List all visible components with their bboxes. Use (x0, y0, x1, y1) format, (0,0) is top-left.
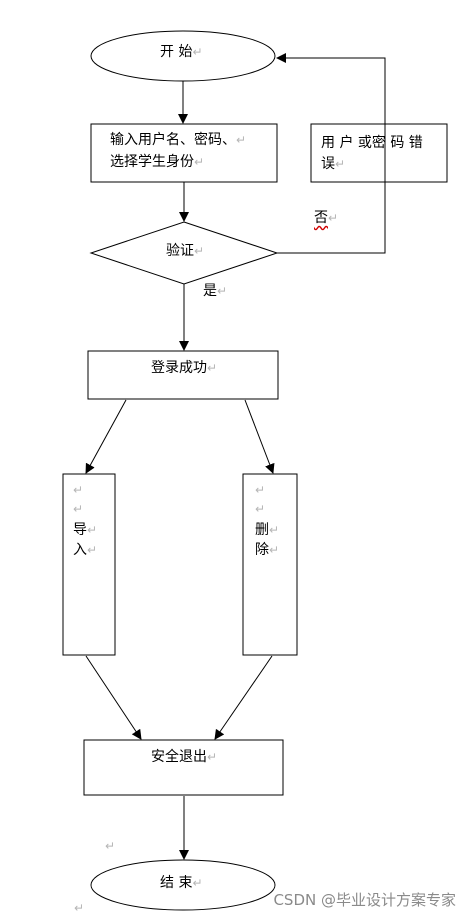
logout-node (83, 739, 284, 796)
trailing-paragraph-mark: ↵ (74, 901, 85, 915)
input-node (90, 123, 278, 183)
error-label-line2: 误↵ (321, 156, 346, 172)
arrow-verify-to-start-loop (276, 53, 386, 254)
end-node (90, 859, 276, 911)
arrow-success-to-import (85, 399, 127, 474)
error-node (310, 123, 448, 183)
verify-label: 验证↵ (166, 243, 205, 259)
import-node (62, 473, 116, 656)
logout-label: 安全退出↵ (151, 749, 218, 765)
delete-empty-line1: ↵ (255, 483, 266, 497)
delete-label-line1: 删↵ (255, 522, 280, 538)
delete-node (242, 473, 298, 656)
input-label-line2: 选择学生身份↵ (110, 154, 205, 170)
login-success-node (87, 350, 279, 400)
input-label-line1: 输入用户名、密码、↵ (110, 132, 247, 148)
empty-paragraph-mark: ↵ (105, 839, 116, 853)
yes-branch-label: 是↵ (203, 283, 228, 299)
import-label-line1: 导↵ (73, 522, 98, 538)
import-empty-line2: ↵ (73, 502, 84, 516)
error-label-line1: 用 户 或密 码 错 (321, 135, 423, 151)
arrow-import-to-logout (85, 655, 142, 740)
import-label-line2: 入↵ (73, 542, 98, 558)
watermark: CSDN @毕业设计方案专家 (273, 891, 456, 909)
start-label: 开 始↵ (160, 44, 203, 60)
import-empty-line1: ↵ (73, 483, 84, 497)
delete-label-line2: 除↵ (255, 542, 280, 558)
no-branch-label: 否↵ (314, 210, 339, 226)
arrow-delete-to-logout (214, 655, 273, 740)
arrow-success-to-delete (244, 399, 275, 474)
delete-empty-line2: ↵ (255, 502, 266, 516)
end-label: 结 束↵ (160, 875, 203, 891)
login-success-label: 登录成功↵ (151, 360, 218, 376)
